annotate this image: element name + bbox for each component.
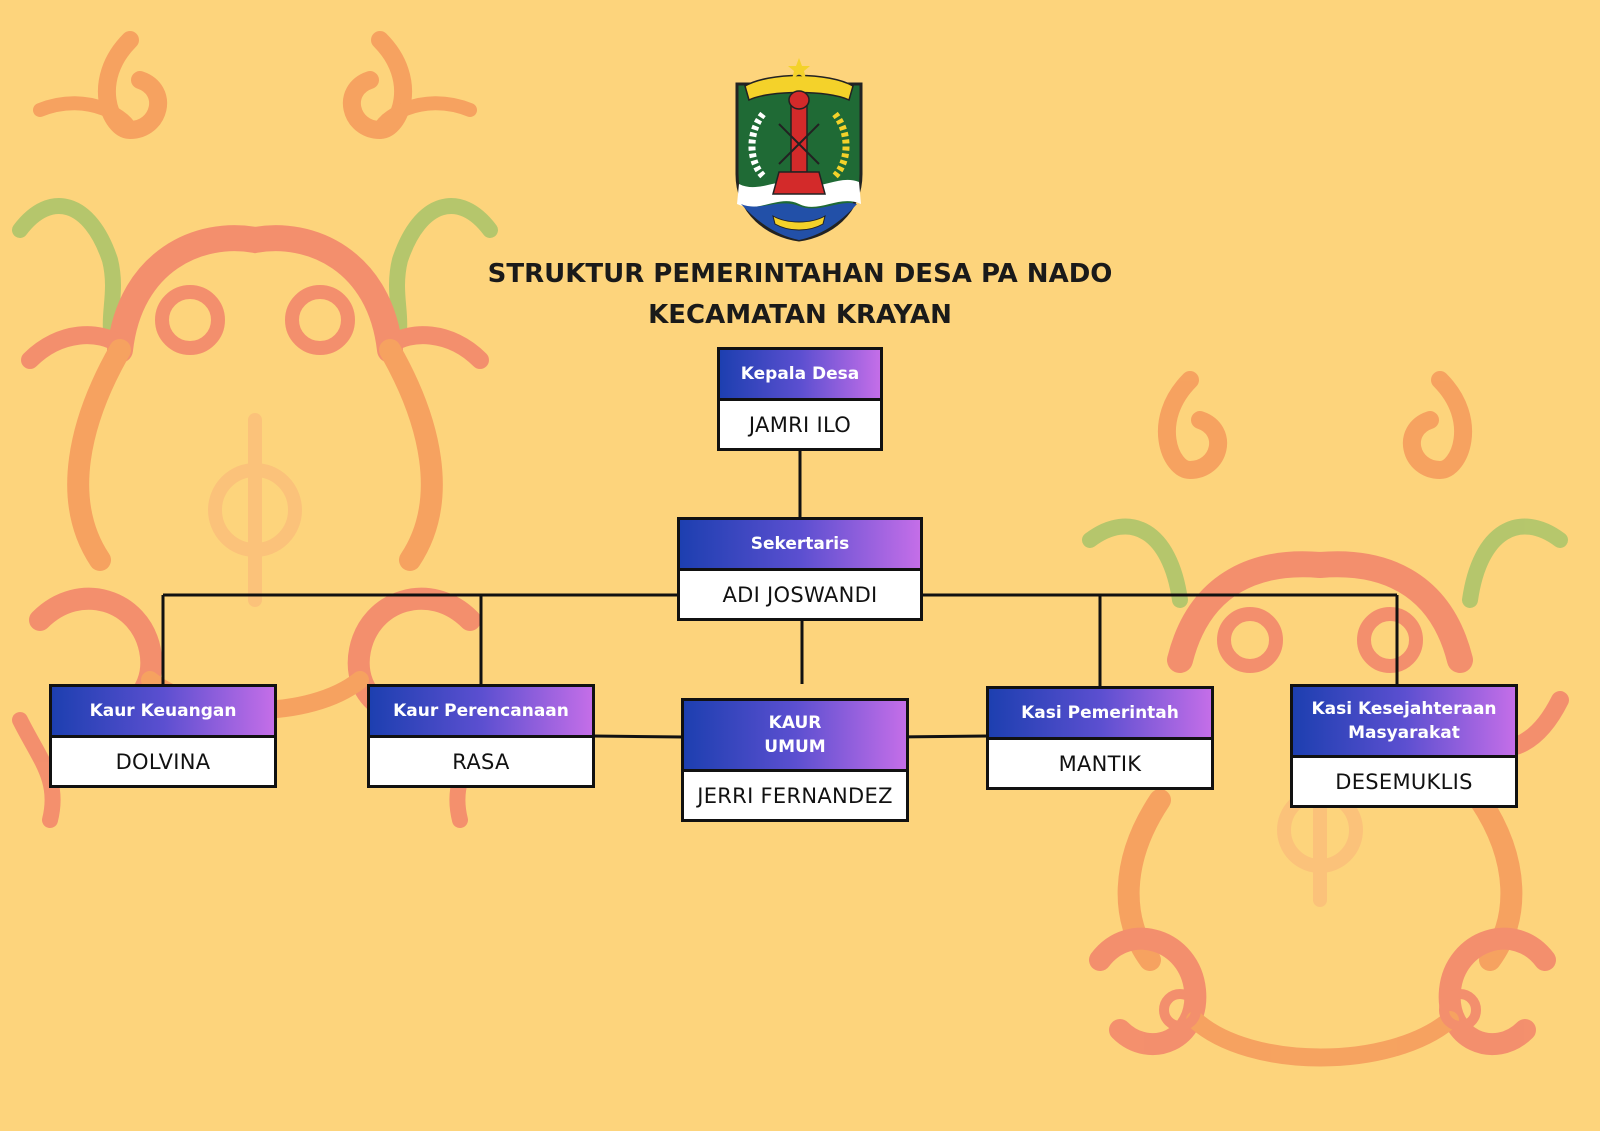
node-name: DESEMUKLIS: [1335, 769, 1473, 794]
chart-title-line2: KECAMATAN KRAYAN: [648, 300, 952, 330]
node-role: Kaur Keuangan: [52, 687, 274, 738]
node-role: Kaur Perencanaan: [370, 687, 592, 738]
connector-perencanaan-umum: [592, 734, 685, 739]
node-role: Kasi Kesejahteraan Masyarakat: [1293, 687, 1515, 758]
node-name: MANTIK: [1058, 751, 1142, 776]
node-role-line1: KAUR: [768, 713, 822, 733]
node-role-line2: UMUM: [764, 737, 826, 757]
node-name: DOLVINA: [115, 749, 211, 774]
node-name: ADI JOSWANDI: [722, 582, 878, 607]
node-kaur-keuangan: Kaur Keuangan DOLVINA: [49, 684, 277, 788]
node-role: Kepala Desa: [720, 350, 880, 401]
left-ornament: [12, 31, 498, 828]
node-role: Kasi Pemerintah: [989, 689, 1211, 740]
chart-title-line1: STRUKTUR PEMERINTAHAN DESA PA NADO: [487, 259, 1113, 289]
node-name: RASA: [452, 749, 510, 774]
node-name: JERRI FERNANDEZ: [697, 783, 893, 808]
node-name: JAMRI ILO: [748, 412, 852, 437]
node-role-line2: Masyarakat: [1348, 723, 1460, 743]
node-kaur-umum: KAUR UMUM JERRI FERNANDEZ: [681, 698, 909, 822]
regency-emblem: [735, 58, 863, 242]
node-sekertaris: Sekertaris ADI JOSWANDI: [677, 517, 923, 621]
node-kaur-perencanaan: Kaur Perencanaan RASA: [367, 684, 595, 788]
node-role-line1: Kasi Kesejahteraan: [1311, 699, 1497, 719]
node-role: KAUR UMUM: [684, 701, 906, 772]
connector-umum-pemerintah: [893, 734, 989, 739]
node-kasi-kesejahteraan: Kasi Kesejahteraan Masyarakat DESEMUKLIS: [1290, 684, 1518, 808]
node-kasi-pemerintah: Kasi Pemerintah MANTIK: [986, 686, 1214, 790]
node-role: Sekertaris: [680, 520, 920, 571]
node-kepala-desa: Kepala Desa JAMRI ILO: [717, 347, 883, 451]
